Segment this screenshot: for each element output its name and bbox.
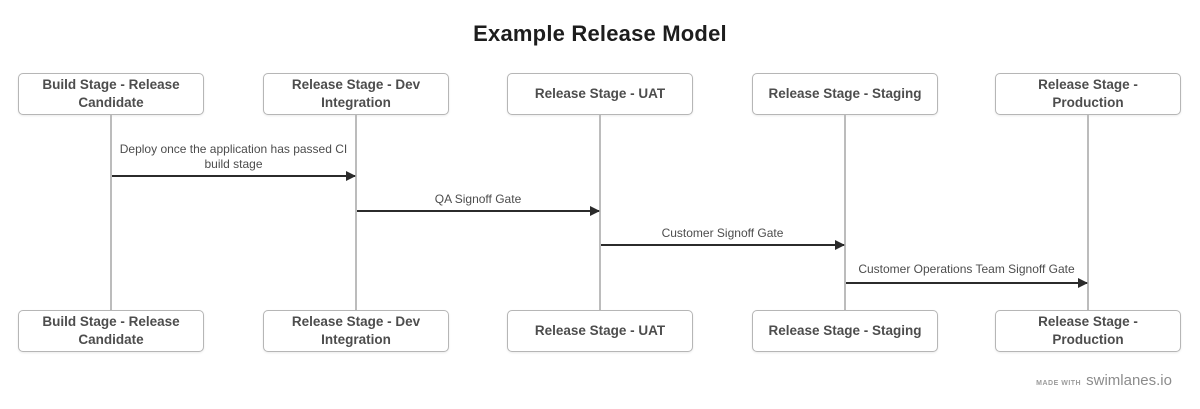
message-label-qa-signoff: QA Signoff Gate [434, 192, 522, 206]
lane-header-production: Release Stage - Production [995, 73, 1181, 115]
arrowhead-icon [590, 206, 600, 216]
message-arrow-customer-ops-signoff [846, 278, 1088, 288]
lane-header-build-release-candidate: Build Stage - Release Candidate [18, 73, 204, 115]
lane-footer-dev-integration: Release Stage - Dev Integration [263, 310, 449, 352]
arrowhead-icon [1078, 278, 1088, 288]
lifeline-production [1087, 115, 1089, 310]
footer-branding: MADE WITH swimlanes.io [1036, 372, 1172, 389]
lane-footer-uat: Release Stage - UAT [507, 310, 693, 352]
lifeline-uat [599, 115, 601, 310]
message-label-customer-ops-signoff: Customer Operations Team Signoff Gate [858, 262, 1075, 276]
lane-header-uat: Release Stage - UAT [507, 73, 693, 115]
lifeline-staging [844, 115, 846, 310]
lane-footer-build-release-candidate: Build Stage - Release Candidate [18, 310, 204, 352]
lane-footer-production: Release Stage - Production [995, 310, 1181, 352]
lane-header-dev-integration: Release Stage - Dev Integration [263, 73, 449, 115]
message-label-customer-signoff: Customer Signoff Gate [661, 226, 784, 240]
lane-header-staging: Release Stage - Staging [752, 73, 938, 115]
lane-footer-staging: Release Stage - Staging [752, 310, 938, 352]
message-arrow-customer-signoff [601, 240, 845, 250]
lifeline-build-release-candidate [110, 115, 112, 310]
message-arrow-deploy-ci [112, 171, 356, 181]
made-with-label: MADE WITH [1036, 380, 1082, 387]
arrowhead-icon [835, 240, 845, 250]
diagram-title: Example Release Model [473, 21, 727, 46]
message-arrow-qa-signoff [357, 206, 600, 216]
swimlanes-brand-link[interactable]: swimlanes.io [1086, 372, 1172, 389]
lifeline-dev-integration [355, 115, 357, 310]
arrowhead-icon [346, 171, 356, 181]
message-label-deploy-ci: Deploy once the application has passed C… [119, 142, 348, 171]
